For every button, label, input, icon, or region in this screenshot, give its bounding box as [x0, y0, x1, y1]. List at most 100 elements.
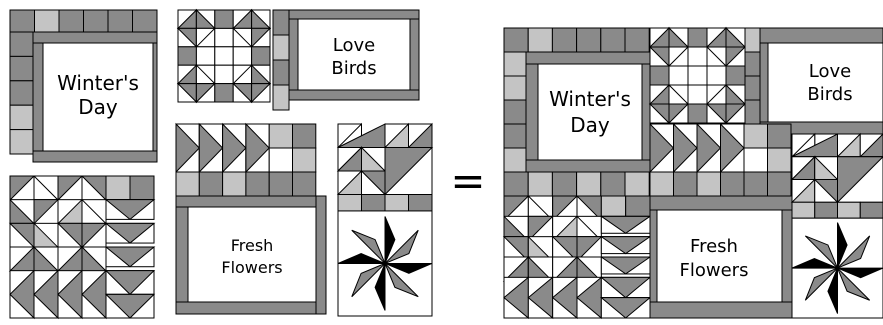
block-love-birds: Love Birds	[272, 9, 420, 111]
churn-bar	[177, 46, 197, 66]
assembled-churn-dash	[648, 26, 747, 125]
frame-strip	[759, 42, 769, 123]
quilt-square	[743, 147, 768, 173]
star-point	[837, 222, 848, 269]
frame-strip	[175, 301, 317, 315]
hst-triangle	[725, 46, 747, 68]
border-square	[551, 27, 578, 53]
goose-triangle	[599, 297, 652, 319]
border-square	[859, 201, 883, 219]
hst-triangle	[668, 103, 690, 125]
fresh-flowers-label-line2: Flowers	[221, 258, 282, 277]
love-birds-border	[272, 9, 420, 111]
churn-bar	[725, 65, 746, 86]
border-square	[198, 171, 224, 197]
goose-triangle	[104, 270, 156, 296]
churn-center	[687, 46, 708, 67]
border-square	[624, 27, 650, 53]
border-square	[58, 9, 84, 33]
hst-triangle	[251, 83, 272, 104]
border-square	[268, 171, 294, 197]
border-square	[245, 171, 270, 197]
star-point	[827, 267, 838, 314]
border-square	[272, 59, 290, 86]
winters-day-label-line2: Day	[78, 95, 118, 119]
star-point	[384, 216, 396, 264]
border-square	[175, 171, 200, 197]
frame-strip	[32, 42, 44, 152]
frame-strip	[649, 301, 793, 319]
border-square	[9, 9, 35, 33]
border-square	[503, 27, 529, 53]
border-square	[696, 171, 721, 197]
churn-bar	[687, 27, 708, 48]
border-square	[272, 84, 290, 111]
equals-sign: =	[450, 156, 485, 205]
star-point	[837, 267, 883, 279]
love-birds-label-line1: Love	[333, 35, 375, 56]
quilt-square	[292, 123, 317, 149]
frame-strip	[288, 18, 299, 91]
quilt-square	[625, 195, 651, 217]
border-square	[576, 171, 602, 197]
churn-center	[668, 65, 689, 86]
border-square	[361, 194, 386, 212]
star-point	[384, 262, 433, 274]
border-square	[744, 51, 761, 77]
assembled-fresh-flowers-label-line2: Flowers	[680, 260, 749, 281]
border-square	[837, 201, 861, 219]
border-square	[527, 171, 553, 197]
assembled-fresh-flowers-border	[649, 195, 793, 319]
border-square	[814, 201, 838, 219]
churn-center	[214, 64, 234, 85]
border-square	[272, 34, 290, 61]
frame-strip	[32, 31, 158, 44]
quilt-square	[767, 123, 792, 149]
quilt-square	[292, 147, 317, 173]
border-square	[791, 201, 816, 219]
border-square	[503, 171, 529, 197]
frame-strip	[175, 195, 317, 208]
assembled-triangles-star	[790, 132, 883, 319]
border-square	[384, 194, 409, 212]
border-square	[503, 99, 527, 125]
quilt-square	[743, 123, 768, 149]
quilt-square	[268, 147, 294, 173]
frame-strip	[315, 195, 327, 315]
hst-triangle	[527, 215, 554, 242]
frame-strip	[175, 206, 189, 303]
hst-triangle	[33, 199, 60, 225]
quilt-square	[268, 123, 294, 149]
hst-triangle	[725, 103, 747, 125]
border-square	[9, 31, 34, 57]
goose-triangle	[104, 246, 156, 268]
goose-triangle	[599, 236, 652, 255]
border-square	[503, 147, 527, 173]
hst-triangle	[195, 27, 217, 49]
goose-triangle	[104, 222, 156, 244]
frame-strip	[409, 18, 420, 91]
hst-triangle	[576, 236, 603, 263]
fresh-flowers-label-line1: Fresh	[231, 236, 274, 255]
goose-triangle	[104, 199, 156, 221]
quilt-square	[105, 175, 131, 201]
star-point	[804, 235, 838, 269]
block-churn-dash	[176, 8, 272, 104]
churn-center	[214, 27, 234, 48]
goose-triangle	[720, 122, 745, 174]
love-birds-label-line2: Birds	[331, 58, 376, 79]
frame-strip	[525, 159, 651, 173]
border-square	[600, 27, 626, 53]
quilt-square	[767, 147, 792, 173]
hst-triangle	[81, 222, 108, 249]
border-square	[576, 27, 602, 53]
block-fresh-flowers: Fresh Flowers	[175, 195, 327, 315]
block-flying-geese-row	[175, 122, 317, 197]
star-point	[791, 257, 838, 269]
border-square	[767, 171, 792, 197]
love-birds-panel	[297, 18, 411, 91]
border-square	[743, 171, 768, 197]
border-square	[503, 123, 527, 149]
frame-strip	[649, 209, 658, 303]
